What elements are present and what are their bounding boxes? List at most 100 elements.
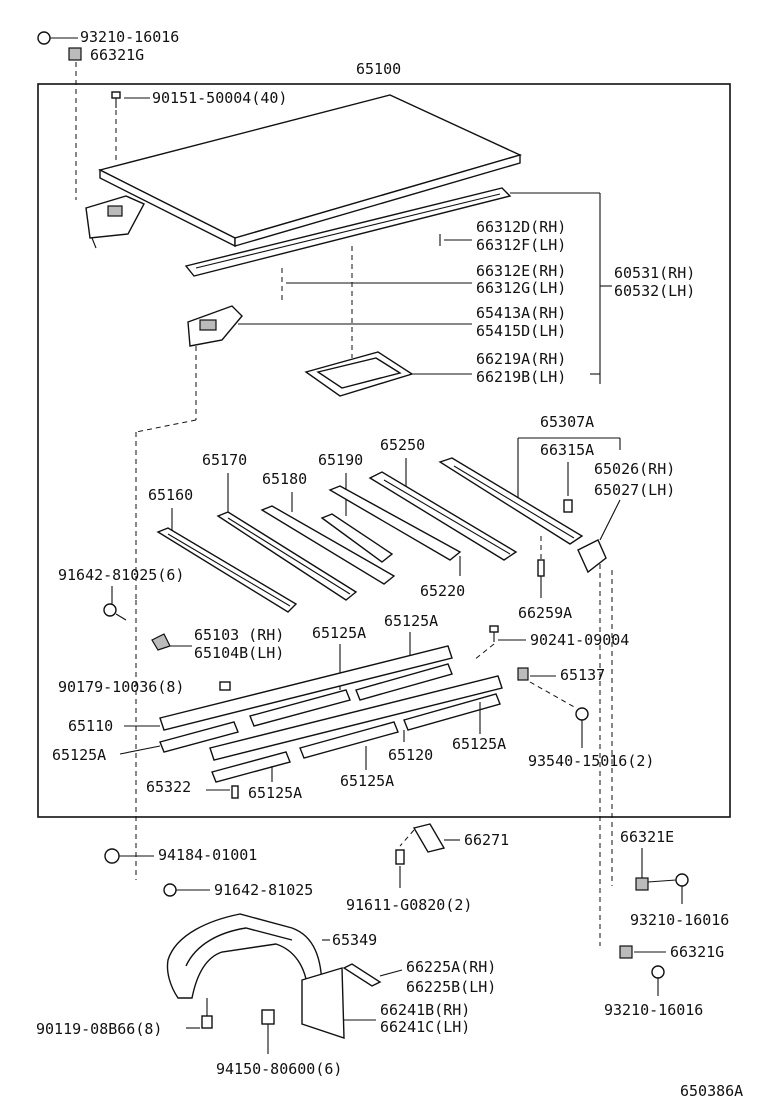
label-91642: 91642-81025 xyxy=(214,881,313,899)
label-60532: 60532(LH) xyxy=(614,282,695,300)
bracket-65026-icon xyxy=(577,539,607,574)
label-90119: 90119-08B66(8) xyxy=(36,1020,162,1038)
strip-65125A-i-icon xyxy=(403,693,501,731)
strip-65125A-h-icon xyxy=(355,663,453,701)
label-65160: 65160 xyxy=(148,486,193,504)
label-65220: 65220 xyxy=(420,582,465,600)
label-65413A: 65413A(RH) xyxy=(476,304,566,322)
label-66321E: 66321E xyxy=(620,828,674,846)
label-65026: 65026(RH) xyxy=(594,460,675,478)
rail-65180-icon xyxy=(260,505,396,585)
label-65190: 65190 xyxy=(318,451,363,469)
label-65180: 65180 xyxy=(262,470,307,488)
label-66225B: 66225B(LH) xyxy=(406,978,496,996)
label-65027: 65027(LH) xyxy=(594,481,675,499)
bolt-93210-bot-icon xyxy=(651,965,665,996)
screw-90151-icon xyxy=(111,91,121,108)
label-66241C: 66241C(LH) xyxy=(380,1018,470,1036)
rail-65307A-icon xyxy=(438,457,584,545)
label-65137: 65137 xyxy=(560,666,605,684)
label-65250: 65250 xyxy=(380,436,425,454)
diagram-id: 650386A xyxy=(680,1082,743,1100)
label-65125A-e: 65125A xyxy=(340,772,394,790)
label-65120: 65120 xyxy=(388,746,433,764)
bolt-90119-icon xyxy=(201,998,213,1029)
label-66315A: 66315A xyxy=(540,441,594,459)
rail-65160-icon xyxy=(156,527,298,613)
nut-66321G-top-icon xyxy=(68,47,82,61)
label-65170: 65170 xyxy=(202,451,247,469)
nut-66321G-bot-icon xyxy=(619,945,633,959)
screw-90241-icon xyxy=(489,625,499,642)
rail-65220-icon xyxy=(328,485,462,561)
bolt-93210-mid-icon xyxy=(675,873,689,904)
label-65125A-f: 65125A xyxy=(248,784,302,802)
label-90241: 90241-09004 xyxy=(530,631,629,649)
label-93210-top: 93210-16016 xyxy=(80,28,179,46)
label-66321G-bot: 66321G xyxy=(670,943,724,961)
screw-90179-icon xyxy=(219,681,231,691)
label-65125A-a: 65125A xyxy=(312,624,366,642)
label-66271: 66271 xyxy=(464,831,509,849)
label-66225A: 66225A(RH) xyxy=(406,958,496,976)
frame-66219A-icon xyxy=(304,351,414,397)
label-65110: 65110 xyxy=(68,717,113,735)
cargo-panel-65100 xyxy=(98,94,522,248)
rail-65190-icon xyxy=(320,513,394,563)
bracket-66271-icon xyxy=(412,823,446,853)
label-65322: 65322 xyxy=(146,778,191,796)
flap-66241-icon xyxy=(301,967,345,1039)
bolt-93540-icon xyxy=(575,707,589,748)
bolt-91642-6-icon xyxy=(103,603,127,621)
strip-65125A-e-icon xyxy=(211,751,291,783)
bracket-66225-icon xyxy=(342,963,382,987)
label-90151: 90151-50004(40) xyxy=(152,89,287,107)
bolt-91642-icon xyxy=(163,883,177,897)
clip-65137-icon xyxy=(517,667,529,681)
nut-66321E-icon xyxy=(635,877,649,891)
label-66219A: 66219A(RH) xyxy=(476,350,566,368)
label-91642-6: 91642-81025(6) xyxy=(58,566,184,584)
bracket-65413A-icon xyxy=(187,305,243,347)
label-60531: 60531(RH) xyxy=(614,264,695,282)
bolt-66315A-icon xyxy=(563,499,573,513)
pin-66259A-icon xyxy=(537,559,545,577)
label-65125A-c: 65125A xyxy=(52,746,106,764)
label-66312E: 66312E(RH) xyxy=(476,262,566,280)
label-65100: 65100 xyxy=(356,60,401,78)
label-94184: 94184-01001 xyxy=(158,846,257,864)
assembly-frame xyxy=(37,83,731,818)
label-66321G-top: 66321G xyxy=(90,46,144,64)
hinge-bracket-icon xyxy=(85,195,145,249)
label-65349: 65349 xyxy=(332,931,377,949)
label-65104B: 65104B(LH) xyxy=(194,644,284,662)
clip-66312D-icon xyxy=(439,234,472,246)
nut-94184-icon xyxy=(104,848,120,864)
bolt-93210-top-icon xyxy=(37,31,78,45)
label-66312D: 66312D(RH) xyxy=(476,218,566,236)
label-66312G: 66312G(LH) xyxy=(476,279,566,297)
rail-60531-icon xyxy=(184,187,512,277)
label-93210-bot: 93210-16016 xyxy=(604,1001,703,1019)
strip-65125A-c-icon xyxy=(159,721,239,753)
label-65125A-d: 65125A xyxy=(452,735,506,753)
label-94150: 94150-80600(6) xyxy=(216,1060,342,1078)
label-93540: 93540-15016(2) xyxy=(528,752,654,770)
label-93210-mid: 93210-16016 xyxy=(630,911,729,929)
strip-65120-icon xyxy=(209,675,503,761)
rail-65170-icon xyxy=(216,511,358,601)
strip-65125A-g-icon xyxy=(249,689,351,727)
label-65125A-b: 65125A xyxy=(384,612,438,630)
bolt-91611-icon xyxy=(395,849,405,865)
label-65103: 65103 (RH) xyxy=(194,626,284,644)
label-65415D: 65415D(LH) xyxy=(476,322,566,340)
label-91611: 91611-G0820(2) xyxy=(346,896,472,914)
label-66259A: 66259A xyxy=(518,604,572,622)
rail-65250-icon xyxy=(368,471,518,561)
clip-65322-icon xyxy=(231,785,239,799)
strip-65125A-d-icon xyxy=(299,721,399,759)
strip-65110-icon xyxy=(159,645,453,731)
label-66241B: 66241B(RH) xyxy=(380,1001,470,1019)
mud-guard-65349-icon xyxy=(166,913,323,999)
